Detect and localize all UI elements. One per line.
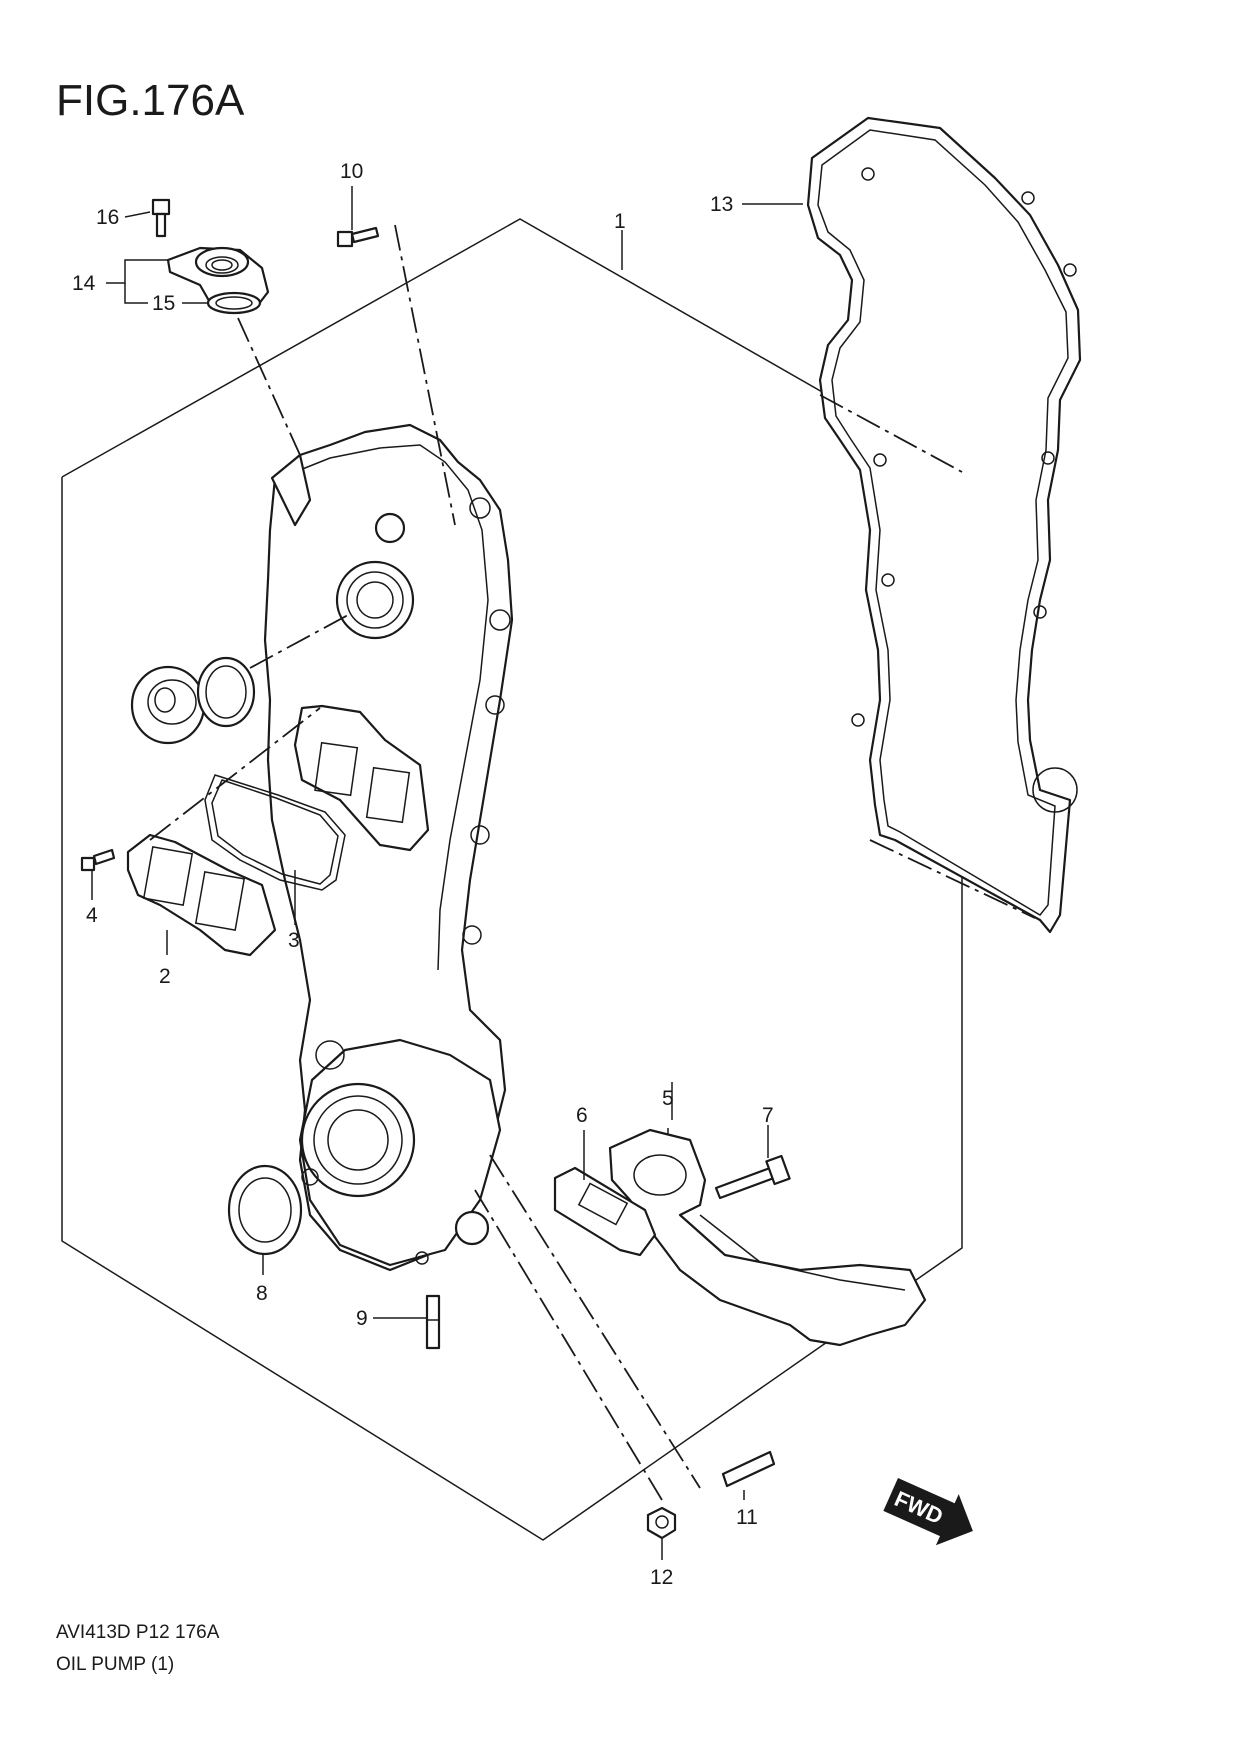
callout-16: 16 xyxy=(96,206,119,229)
screw-4 xyxy=(80,848,116,872)
bolt-10 xyxy=(336,226,380,248)
nut-12 xyxy=(646,1506,677,1540)
callout-2: 2 xyxy=(159,965,171,988)
callout-7: 7 xyxy=(762,1104,774,1127)
figure-title: FIG.176A xyxy=(56,76,245,125)
callout-1: 1 xyxy=(614,210,626,233)
callout-14: 14 xyxy=(72,272,96,295)
centerline-cover xyxy=(149,707,321,841)
callout-5: 5 xyxy=(662,1087,674,1110)
bolt-16 xyxy=(151,198,171,238)
centerline-11 xyxy=(489,1154,701,1489)
oil-strainer-5 xyxy=(608,1128,927,1347)
plug-cap xyxy=(130,665,206,745)
callout-12: 12 xyxy=(650,1566,673,1589)
callout-4: 4 xyxy=(86,904,98,927)
figure-name: OIL PUMP (1) xyxy=(56,1654,175,1675)
centerline-12 xyxy=(474,1189,666,1506)
centerline-10 xyxy=(394,224,456,526)
callout-3: 3 xyxy=(288,929,300,952)
callout-8: 8 xyxy=(256,1282,268,1305)
oil-seal-8 xyxy=(227,1164,303,1256)
centerline-gasket xyxy=(819,394,963,473)
centerline-gasket-low xyxy=(869,839,1036,919)
fwd-arrow-icon: FWD xyxy=(883,1478,973,1546)
callout-11: 11 xyxy=(736,1506,758,1529)
bolt-7 xyxy=(714,1154,791,1200)
centerline-14 xyxy=(237,317,301,456)
o-ring xyxy=(196,656,256,728)
callout-10: 10 xyxy=(340,160,363,183)
stud-11 xyxy=(721,1450,776,1488)
gasket-6 xyxy=(553,1166,657,1257)
callout-13: 13 xyxy=(710,193,733,216)
callout-9: 9 xyxy=(356,1307,368,1330)
gasket-3 xyxy=(204,774,346,891)
centerline-cap xyxy=(249,614,349,669)
gasket-outline xyxy=(806,116,1082,934)
oil-pump-housing xyxy=(263,423,514,1272)
callout-15: 15 xyxy=(152,292,175,315)
figure-code: AVI413D P12 176A xyxy=(56,1622,220,1643)
callout-6: 6 xyxy=(576,1104,588,1127)
assembly-boundary xyxy=(61,218,963,1541)
cover-plate-2 xyxy=(126,833,277,957)
stud-9 xyxy=(425,1294,441,1350)
